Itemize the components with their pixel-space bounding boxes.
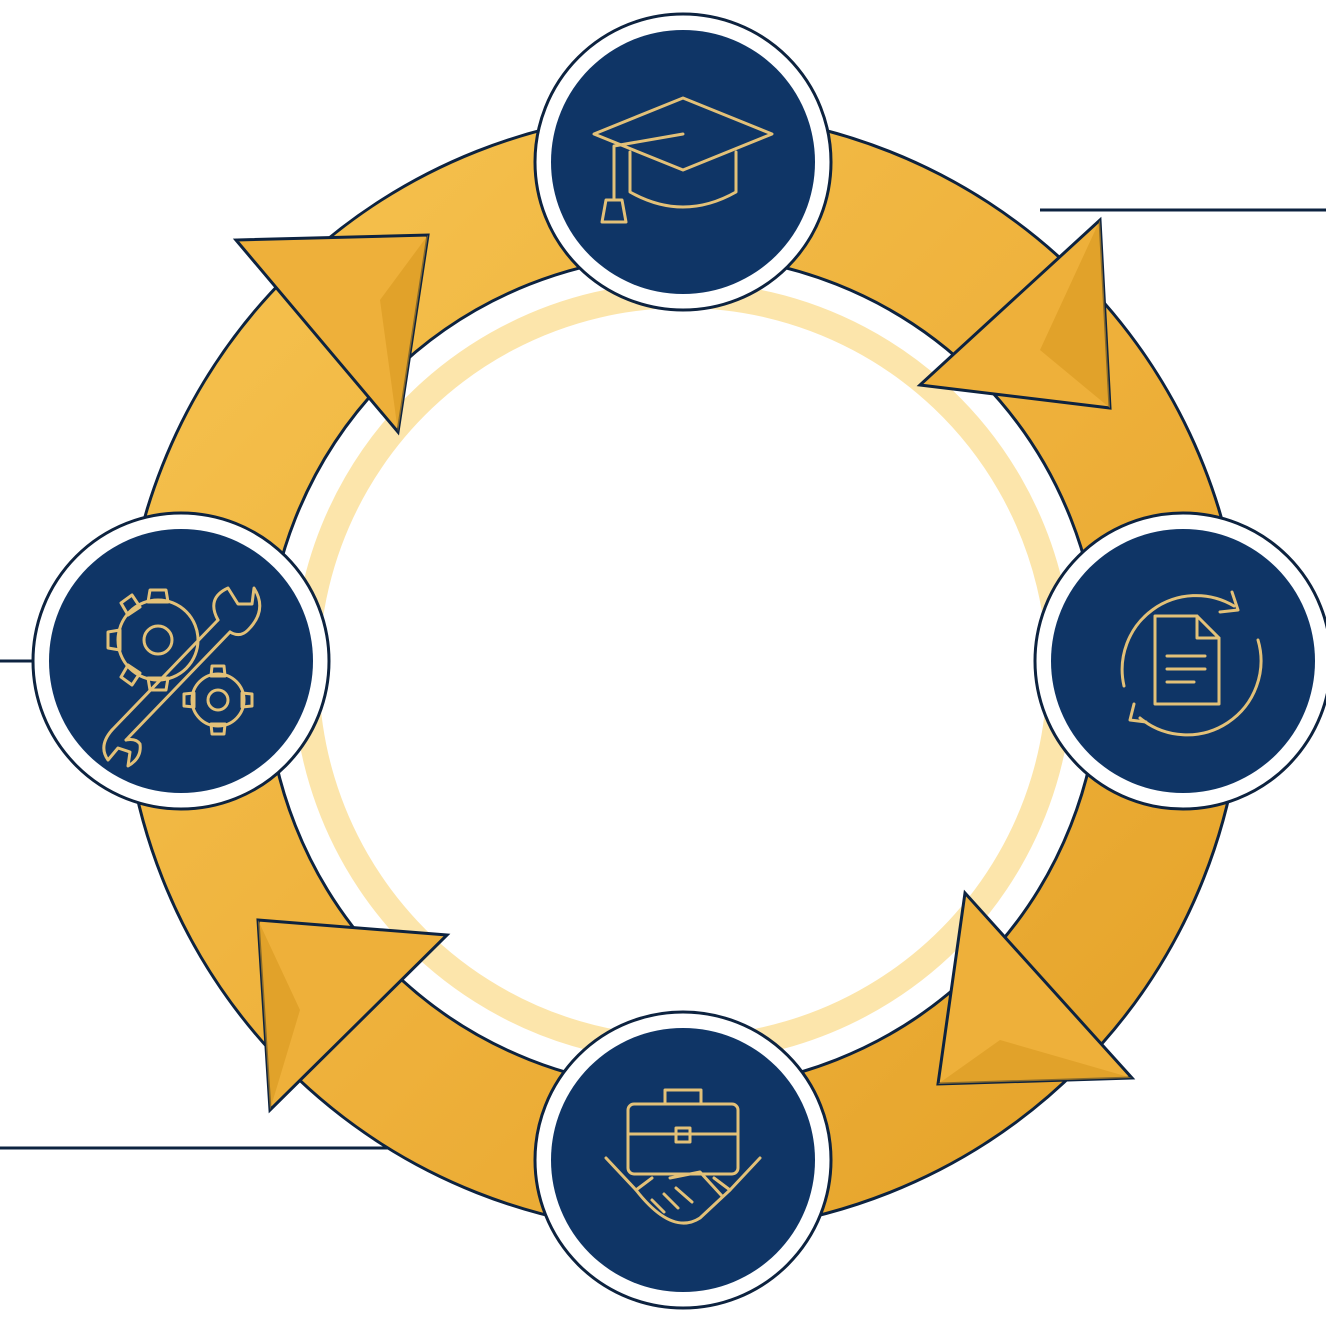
node-disc [551, 1028, 815, 1292]
stage-node-education [533, 12, 833, 312]
graduation-cap-icon [592, 96, 774, 224]
cycle-arrows [232, 216, 1136, 1114]
arrow-shade-top-left [380, 235, 428, 432]
briefcase-handshake-icon [604, 1088, 762, 1225]
stage-node-document-update [1033, 511, 1326, 811]
node-disc [1051, 529, 1315, 793]
node-disc [49, 529, 313, 793]
node-disc [551, 30, 815, 294]
arrow-shade-bottom-left [258, 920, 300, 1110]
document-refresh-icon [1120, 590, 1263, 737]
arrow-shade-top-right [1040, 220, 1110, 408]
arrow-shading [258, 220, 1132, 1110]
gear-wrench-icon [102, 586, 262, 768]
arrow-shade-bottom-right [938, 1040, 1132, 1084]
stage-node-employment [533, 1010, 833, 1310]
stage-node-maintenance [31, 511, 331, 811]
